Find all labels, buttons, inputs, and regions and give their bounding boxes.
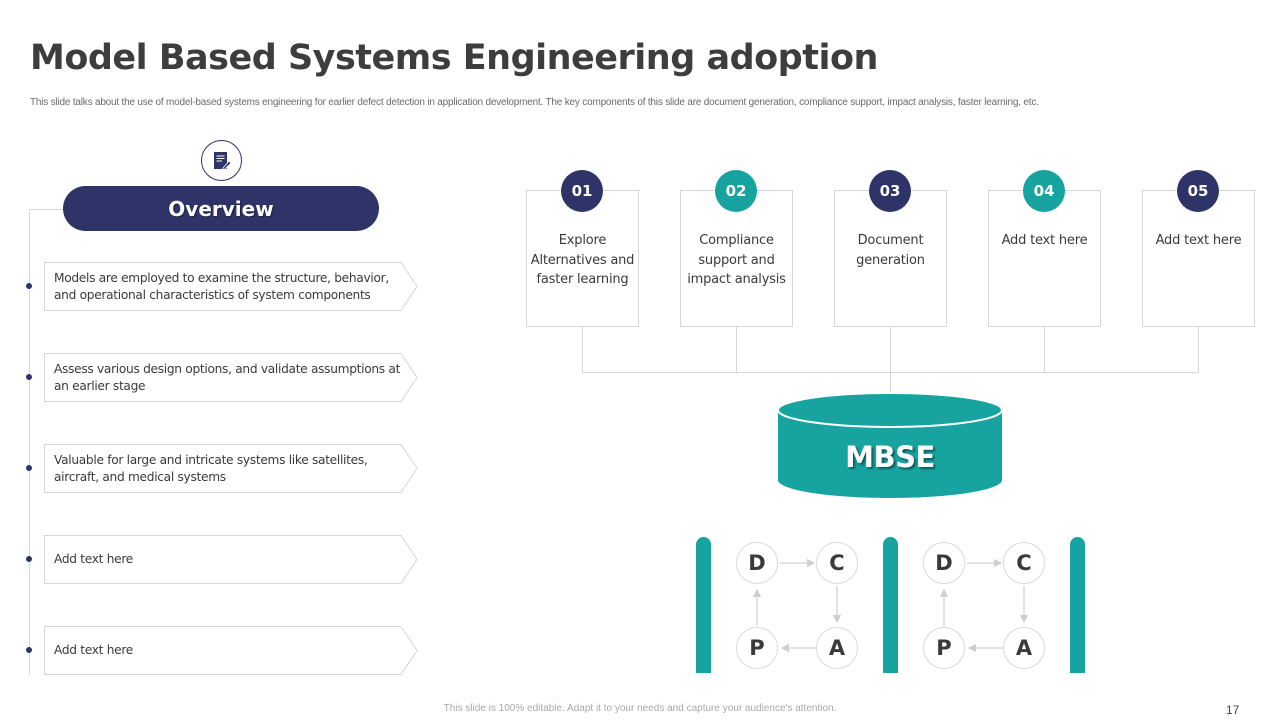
connector-line	[1198, 327, 1199, 372]
overview-heading: Overview	[63, 186, 379, 231]
document-edit-icon	[201, 140, 242, 181]
cycle-node-c: C	[816, 542, 858, 584]
connector-bus	[582, 372, 1199, 373]
cycle-node-c: C	[1003, 542, 1045, 584]
divider-bar	[1070, 537, 1085, 673]
overview-item: Models are employed to examine the struc…	[44, 262, 418, 311]
overview-item-text: Assess various design options, and valid…	[54, 361, 401, 393]
overview-item-text: Add text here	[54, 643, 133, 657]
component-label: Add text here	[1155, 233, 1242, 248]
pdca-cycle: D C A P	[736, 540, 866, 672]
connector-line	[582, 327, 583, 372]
footer-text: This slide is 100% editable. Adapt it to…	[443, 703, 837, 714]
timeline-dot	[26, 283, 32, 289]
timeline-dot	[26, 465, 32, 471]
cycle-node-a: A	[816, 627, 858, 669]
component-label: Add text here	[1001, 233, 1088, 248]
timeline-dot	[26, 556, 32, 562]
page-number: 17	[1226, 703, 1240, 717]
component-label: Document generation	[856, 233, 925, 268]
component-card: Add text here	[1142, 190, 1255, 327]
component-number-badge: 03	[869, 170, 911, 212]
component-number-badge: 04	[1023, 170, 1065, 212]
overview-item: Add text here	[44, 535, 418, 584]
cycle-node-d: D	[923, 542, 965, 584]
cycle-node-p: P	[923, 627, 965, 669]
overview-item-text: Add text here	[54, 552, 133, 566]
pdca-cycle: D C A P	[923, 540, 1053, 672]
component-number-badge: 01	[561, 170, 603, 212]
connector-line	[890, 327, 891, 393]
component-card: Explore Alternatives and faster learning	[526, 190, 639, 327]
connector-line	[1044, 327, 1045, 372]
overview-item: Valuable for large and intricate systems…	[44, 444, 418, 493]
mbse-cylinder	[777, 392, 1003, 498]
overview-item-text: Valuable for large and intricate systems…	[54, 452, 368, 484]
component-card: Add text here	[988, 190, 1101, 327]
timeline-dot	[26, 374, 32, 380]
overview-item: Assess various design options, and valid…	[44, 353, 418, 402]
component-number-badge: 05	[1177, 170, 1219, 212]
slide-subtitle: This slide talks about the use of model-…	[30, 97, 1039, 108]
component-label: Compliance support and impact analysis	[687, 233, 786, 287]
timeline-dot	[26, 647, 32, 653]
cycle-node-d: D	[736, 542, 778, 584]
component-number-badge: 02	[715, 170, 757, 212]
component-label: Explore Alternatives and faster learning	[530, 233, 635, 287]
overview-connector	[29, 209, 64, 210]
overview-item: Add text here	[44, 626, 418, 675]
component-card: Compliance support and impact analysis	[680, 190, 793, 327]
component-card: Document generation	[834, 190, 947, 327]
cycle-node-p: P	[736, 627, 778, 669]
footer-note: This slide is 100% editable. Adapt it to…	[0, 703, 1280, 714]
overview-timeline	[29, 209, 30, 675]
divider-bar	[883, 537, 898, 673]
mbse-label: MBSE	[845, 440, 935, 474]
divider-bar	[696, 537, 711, 673]
overview-item-text: Models are employed to examine the struc…	[54, 270, 389, 302]
connector-line	[736, 327, 737, 372]
cycle-node-a: A	[1003, 627, 1045, 669]
slide-title: Model Based Systems Engineering adoption	[30, 38, 878, 78]
